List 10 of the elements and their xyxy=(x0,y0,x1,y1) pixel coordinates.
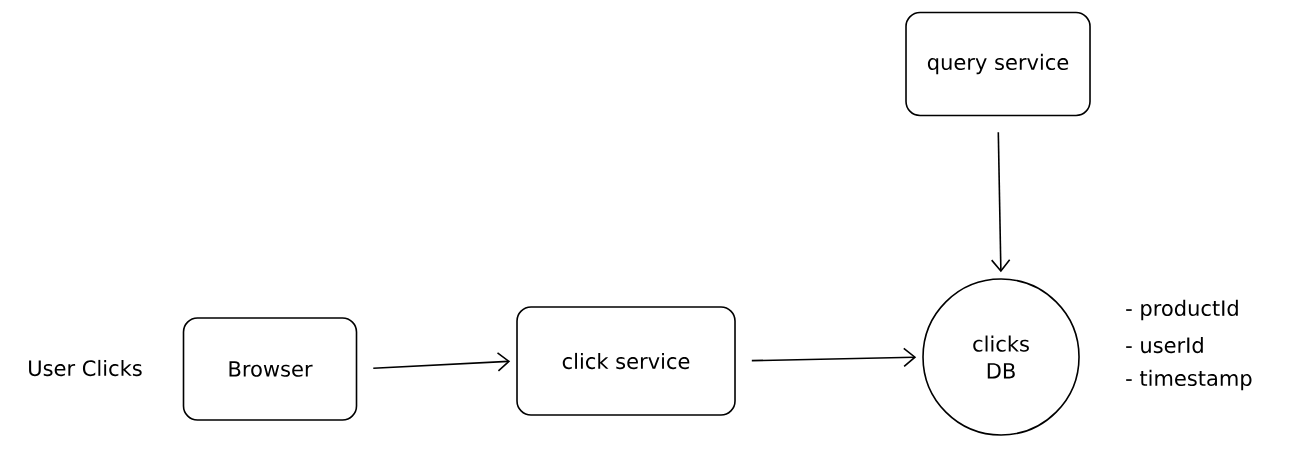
source-label: User Clicks xyxy=(29,359,142,377)
arrow xyxy=(751,347,917,368)
field-name: - timestamp xyxy=(1126,369,1252,391)
field-name: - userId xyxy=(1126,336,1203,354)
field-name: - productId xyxy=(1126,299,1238,321)
arrow xyxy=(990,131,1011,273)
service-box: click service xyxy=(516,306,736,416)
service-box: query service xyxy=(905,11,1091,117)
service-box: Browser xyxy=(182,317,358,421)
arrow xyxy=(372,352,511,372)
